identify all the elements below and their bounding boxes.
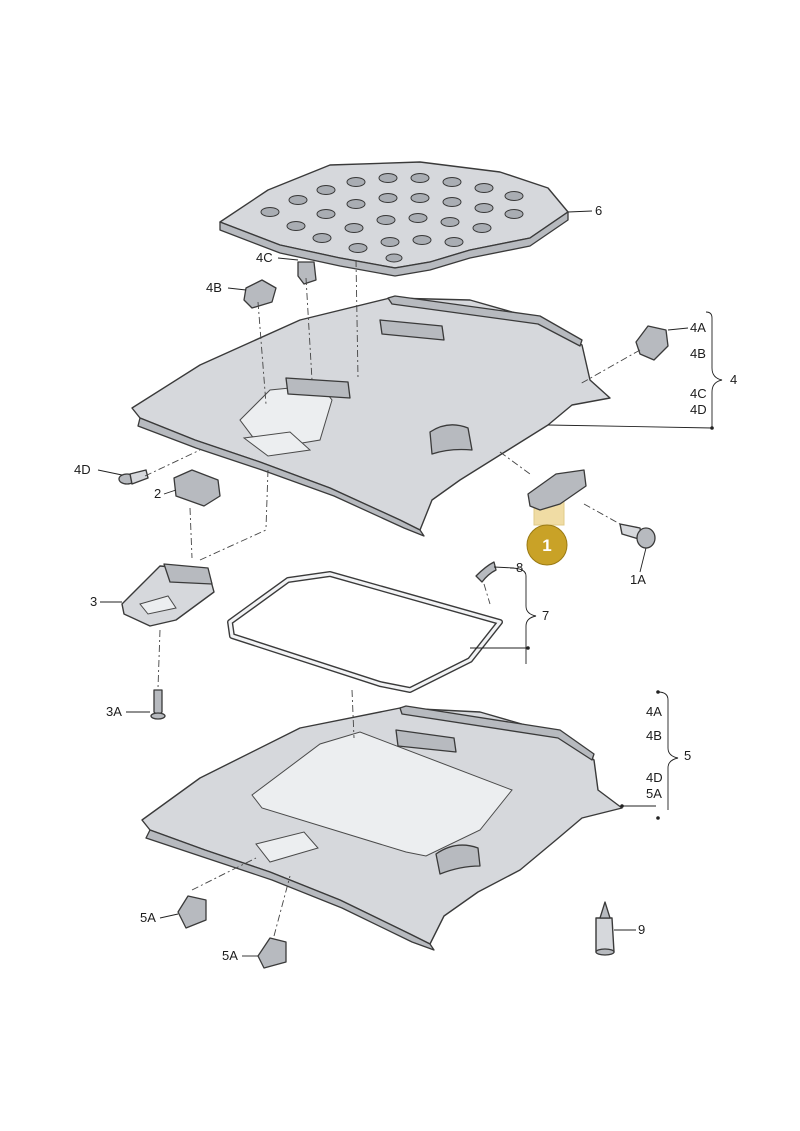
- callout-4d-right: 4D: [690, 402, 707, 417]
- callout-3: 3: [90, 594, 97, 609]
- screw-1a: [619, 523, 656, 549]
- callout-3a: 3A: [106, 704, 122, 719]
- callout-4a-right: 4A: [690, 320, 706, 335]
- seal-piece-8: [475, 561, 497, 583]
- callout-5a-left-1: 5A: [140, 910, 156, 925]
- callout-7: 7: [542, 608, 549, 623]
- callout-1a: 1A: [630, 572, 646, 587]
- callout-labels: 6 4C 4B 4A 4B 4 4C 4D 4D 2 1A 8 3 7 3A 4…: [74, 203, 737, 963]
- headliner-lower: [141, 705, 623, 951]
- callout-4a-low: 4A: [646, 704, 662, 719]
- adhesive-bottle-9: [595, 901, 615, 956]
- marker-label: 1: [542, 536, 551, 555]
- screw-3a: [150, 689, 166, 720]
- sunroof-frame-7: [227, 571, 503, 693]
- assembly-lines: [144, 259, 641, 937]
- callout-5a-left-2: 5A: [222, 948, 238, 963]
- callout-6: 6: [595, 203, 602, 218]
- callout-4b-right: 4B: [690, 346, 706, 361]
- mat-holes: [260, 173, 524, 263]
- leader-dots: [526, 426, 714, 820]
- visor-mount-1: [527, 469, 587, 526]
- clip-5a-2: [257, 937, 287, 969]
- headliner-upper: [131, 295, 611, 537]
- callout-4c-right: 4C: [690, 386, 707, 401]
- callout-9: 9: [638, 922, 645, 937]
- callout-5-group: 5: [684, 748, 691, 763]
- insulation-mat: [219, 161, 569, 277]
- cover-2: [173, 469, 221, 507]
- callout-4b-top: 4B: [206, 280, 222, 295]
- screw-4d: [118, 469, 149, 485]
- clip-4a: [635, 325, 669, 361]
- callout-4b-low: 4B: [646, 728, 662, 743]
- clip-4c: [297, 261, 317, 285]
- callout-8: 8: [516, 560, 523, 575]
- position-marker-1: 1: [526, 524, 568, 566]
- callout-2: 2: [154, 486, 161, 501]
- clip-5a-1: [177, 895, 207, 929]
- callout-4-group: 4: [730, 372, 737, 387]
- clip-4b: [243, 279, 277, 309]
- interior-light-3: [121, 563, 215, 627]
- callout-4d-left: 4D: [74, 462, 91, 477]
- leader-lines: [97, 210, 723, 957]
- callout-5a-right: 5A: [646, 786, 662, 801]
- callout-4c-top: 4C: [256, 250, 273, 265]
- callout-4d-low: 4D: [646, 770, 663, 785]
